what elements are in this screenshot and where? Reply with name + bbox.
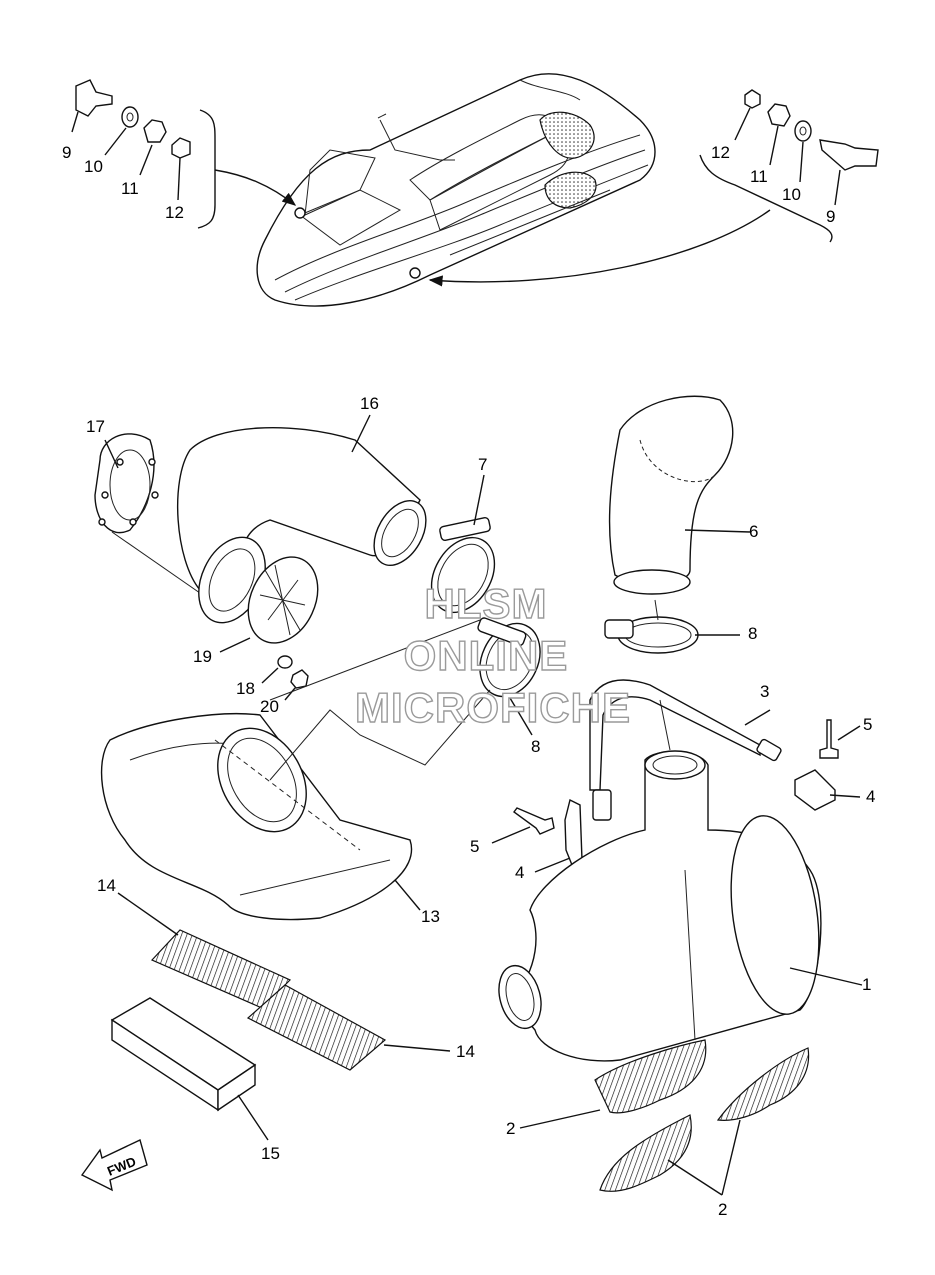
bolt-location-front [294, 207, 306, 219]
callout-7: 7 [478, 455, 487, 474]
callout-9: 9 [62, 143, 71, 162]
callout-8: 8 [531, 737, 540, 756]
clip-12-right [744, 89, 761, 109]
muffler-1 [498, 750, 822, 1062]
callout-10: 10 [84, 157, 103, 176]
pad-14-lower [246, 984, 387, 1071]
callout-4: 4 [866, 787, 875, 806]
watermark-line-3: MICROFICHE [355, 684, 631, 731]
callout-12: 12 [165, 203, 184, 222]
callout-5: 5 [470, 837, 479, 856]
forward-direction-arrow: FWD [80, 1139, 148, 1192]
washer-10-left [121, 106, 139, 128]
callout-10: 10 [782, 185, 801, 204]
callout-1: 1 [862, 975, 871, 994]
callout-labels: 1 2 2 3 4 4 5 5 6 7 8 8 9 9 10 10 11 11 … [62, 143, 875, 1219]
nut-11-left [143, 119, 167, 143]
watermark: HLSM ONLINE MICROFICHE [354, 579, 631, 731]
clamp-8-lower [477, 617, 541, 698]
callout-14: 14 [97, 876, 116, 895]
water-box-13 [100, 713, 413, 921]
right-hardware-group [428, 89, 879, 287]
plate-17 [94, 433, 159, 534]
clip-12-left [171, 137, 191, 159]
watermark-line-2: ONLINE [404, 632, 569, 679]
nut-20 [290, 669, 309, 689]
washer-18 [277, 655, 293, 669]
callout-4: 4 [515, 863, 524, 882]
left-hardware-group [71, 79, 297, 229]
callout-15: 15 [261, 1144, 280, 1163]
callout-11: 11 [121, 179, 139, 198]
strap-3 [589, 679, 782, 821]
watercraft-illustration [256, 73, 656, 307]
rivet-5-left [513, 807, 555, 835]
callout-17: 17 [86, 417, 105, 436]
pad-14-upper [150, 929, 292, 1009]
callout-11: 11 [750, 167, 768, 186]
pad-2-c [716, 1047, 810, 1121]
callout-13: 13 [421, 907, 440, 926]
nut-11-right [767, 103, 791, 127]
callout-2: 2 [718, 1200, 727, 1219]
callout-6: 6 [749, 522, 758, 541]
washer-10-right [794, 120, 812, 142]
callout-20: 20 [260, 697, 279, 716]
callout-2: 2 [506, 1119, 515, 1138]
callout-5: 5 [863, 715, 872, 734]
clamp-7 [430, 516, 496, 614]
clamp-8-upper [604, 616, 699, 654]
pad-2-a [594, 1039, 707, 1114]
bolt-9-right [819, 139, 879, 171]
callout-3: 3 [760, 682, 769, 701]
bracket-4-left [564, 798, 583, 866]
bolt-location-side [409, 267, 421, 279]
bracket-4-right [794, 769, 836, 811]
callout-12: 12 [711, 143, 730, 162]
callout-16: 16 [360, 394, 379, 413]
bolt-9-left [75, 79, 113, 117]
callout-8: 8 [748, 624, 757, 643]
foam-block-15 [110, 997, 257, 1112]
rivet-5-right [819, 719, 839, 759]
callout-18: 18 [236, 679, 255, 698]
elbow-pipe-6 [608, 395, 734, 595]
callout-9: 9 [826, 207, 835, 226]
watermark-line-1: HLSM [425, 580, 548, 627]
callout-19: 19 [193, 647, 212, 666]
pad-2-b [599, 1114, 692, 1192]
callout-14: 14 [456, 1042, 475, 1061]
gasket-19 [198, 536, 319, 644]
